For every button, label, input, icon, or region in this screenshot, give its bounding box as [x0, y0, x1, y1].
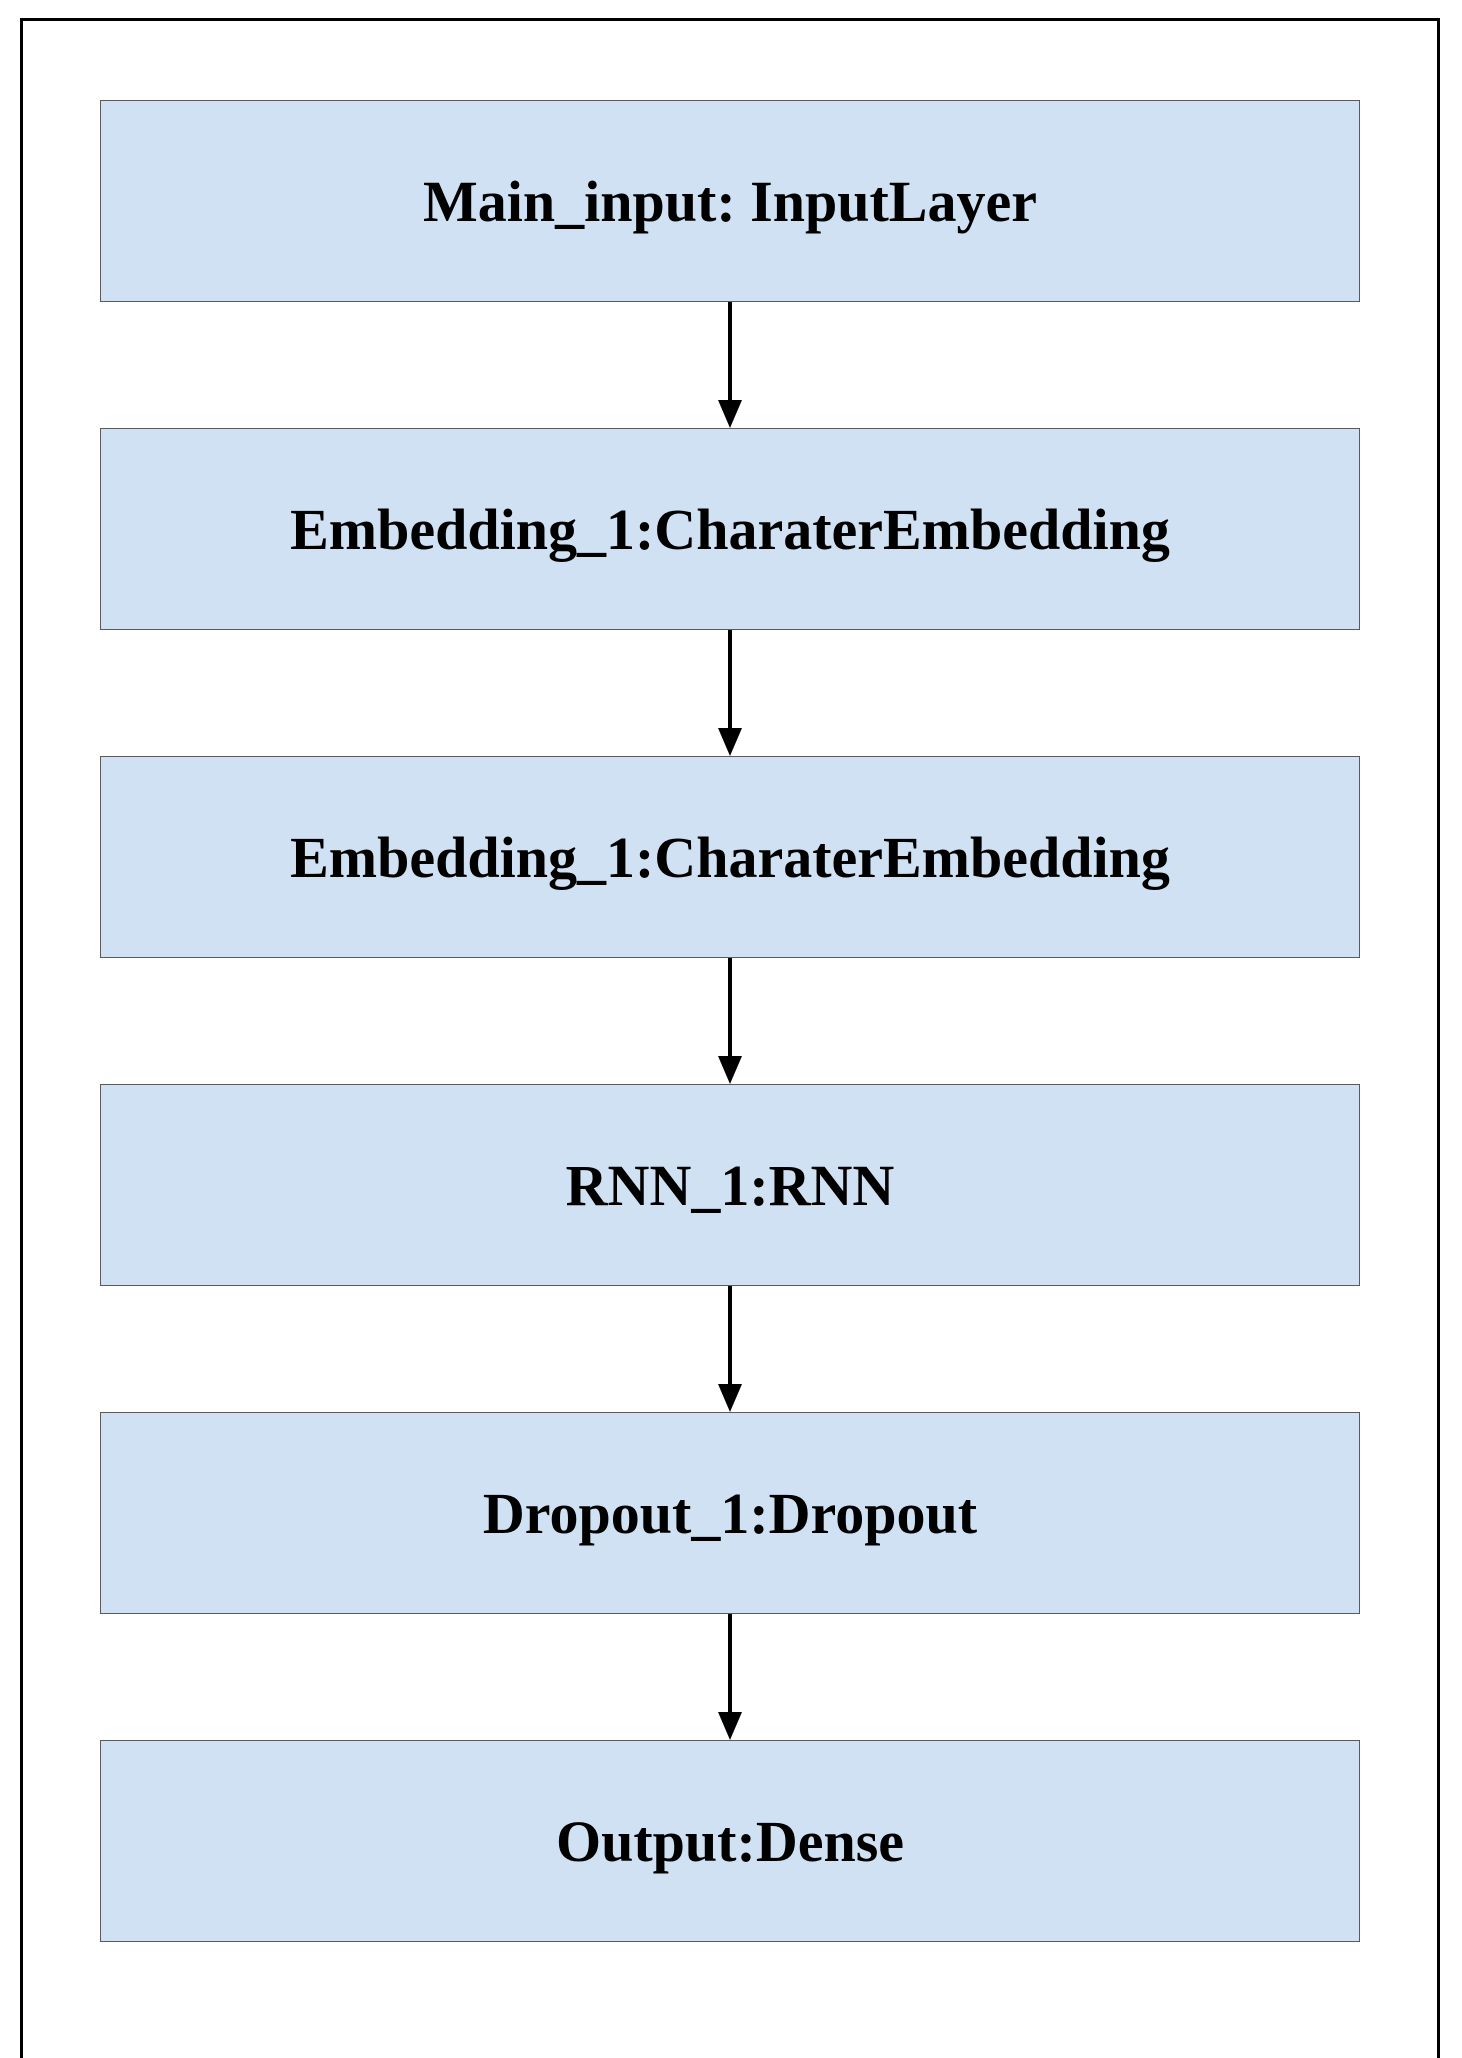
layer-box-rnn-1: RNN_1:RNN	[100, 1084, 1360, 1286]
layer-label: Embedding_1:CharaterEmbedding	[290, 824, 1170, 890]
arrowhead-embedding-1a-to-embedding-1b	[718, 728, 742, 756]
arrowhead-rnn-1-to-dropout-1	[718, 1384, 742, 1412]
layer-label: Main_input: InputLayer	[423, 168, 1037, 234]
layer-box-embedding-1a: Embedding_1:CharaterEmbedding	[100, 428, 1360, 630]
layer-box-embedding-1b: Embedding_1:CharaterEmbedding	[100, 756, 1360, 958]
layer-label: Dropout_1:Dropout	[482, 1480, 978, 1546]
figure-frame	[20, 18, 1440, 2058]
layer-box-main-input: Main_input: InputLayer	[100, 100, 1360, 302]
arrowhead-main-input-to-embedding-1a	[718, 400, 742, 428]
arrowhead-dropout-1-to-output	[718, 1712, 742, 1740]
arrowhead-embedding-1b-to-rnn-1	[718, 1056, 742, 1084]
layer-label: Embedding_1:CharaterEmbedding	[290, 496, 1170, 562]
layer-box-dropout-1: Dropout_1:Dropout	[100, 1412, 1360, 1614]
layer-label: Output:Dense	[555, 1808, 905, 1874]
layer-label: RNN_1:RNN	[565, 1152, 895, 1218]
layer-box-output: Output:Dense	[100, 1740, 1360, 1942]
